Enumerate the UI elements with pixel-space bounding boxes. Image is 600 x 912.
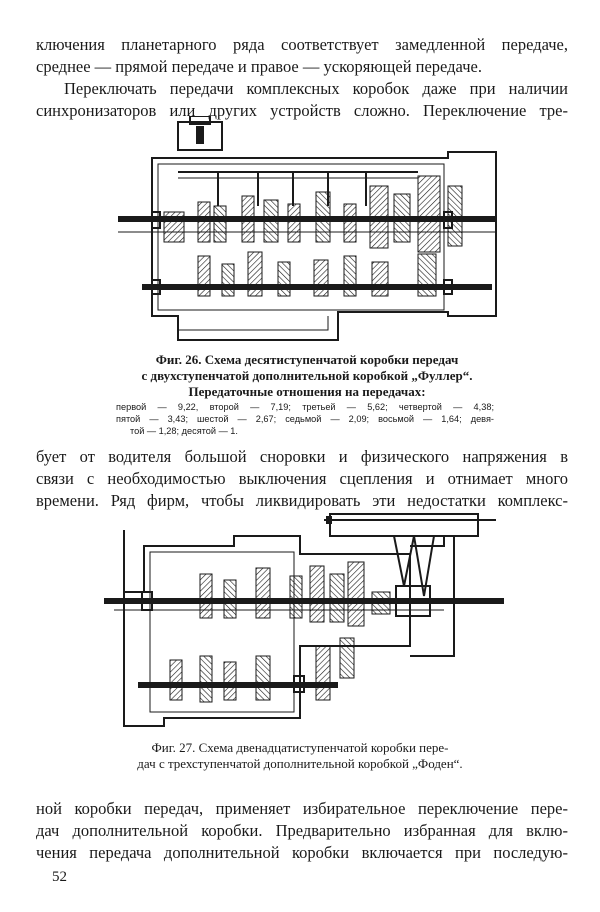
caption-line: Фиг. 27. Схема двенадцатиступенчатой кор…	[151, 740, 449, 755]
text-line: среднее — прямой передаче и правое — уск…	[36, 57, 482, 76]
text-line: ной коробки передач, применяет избирател…	[36, 799, 568, 818]
figure-26-gear-ratios: первой — 9,22, второй — 7,19; третьей — …	[116, 401, 494, 437]
paragraph-4: ной коробки передач, применяет избирател…	[36, 798, 568, 864]
text-line: связи с необходимостью выключения сцепле…	[36, 469, 568, 488]
figure-26-gearbox-diagram	[118, 116, 497, 341]
figure-26-caption: Фиг. 26. Схема десятиступенчатой коробки…	[118, 352, 496, 400]
caption-line: дач с трехступенчатой дополнительной кор…	[137, 756, 463, 771]
paragraph-1: ключения планетарного ряда соответствует…	[36, 34, 568, 78]
text-line: Переключать передачи комплексных коробок…	[64, 79, 568, 98]
text-line: чения передача дополнительной коробки вк…	[36, 843, 568, 862]
ratio-line: первой — 9,22, второй — 7,19; третьей — …	[116, 402, 494, 412]
text-line: дач дополнительной коробки. Предваритель…	[36, 821, 568, 840]
text-line: времени. Ряд фирм, чтобы ликвидировать э…	[36, 491, 568, 510]
caption-line: Фиг. 26. Схема десятиступенчатой коробки…	[155, 352, 459, 367]
paragraph-2: Переключать передачи комплексных коробок…	[36, 78, 568, 122]
paragraph-3: бует от водителя большой сноровки и физи…	[36, 446, 568, 512]
page-number: 52	[52, 869, 67, 885]
ratio-line: той — 1,28; десятой — 1.	[130, 426, 238, 436]
figure-27-gearbox-diagram	[104, 513, 504, 727]
ratio-line: пятой — 3,43; шестой — 2,67; седьмой — 2…	[116, 414, 494, 424]
caption-line: Передаточные отношения на передачах:	[188, 384, 426, 399]
text-line: бует от водителя большой сноровки и физи…	[36, 447, 568, 466]
figure-27-caption: Фиг. 27. Схема двенадцатиступенчатой кор…	[88, 740, 512, 772]
caption-line: с двухступенчатой дополнительной коробко…	[141, 368, 473, 383]
text-line: ключения планетарного ряда соответствует…	[36, 35, 568, 54]
text-line: синхронизаторов или других устройств сло…	[36, 101, 568, 120]
